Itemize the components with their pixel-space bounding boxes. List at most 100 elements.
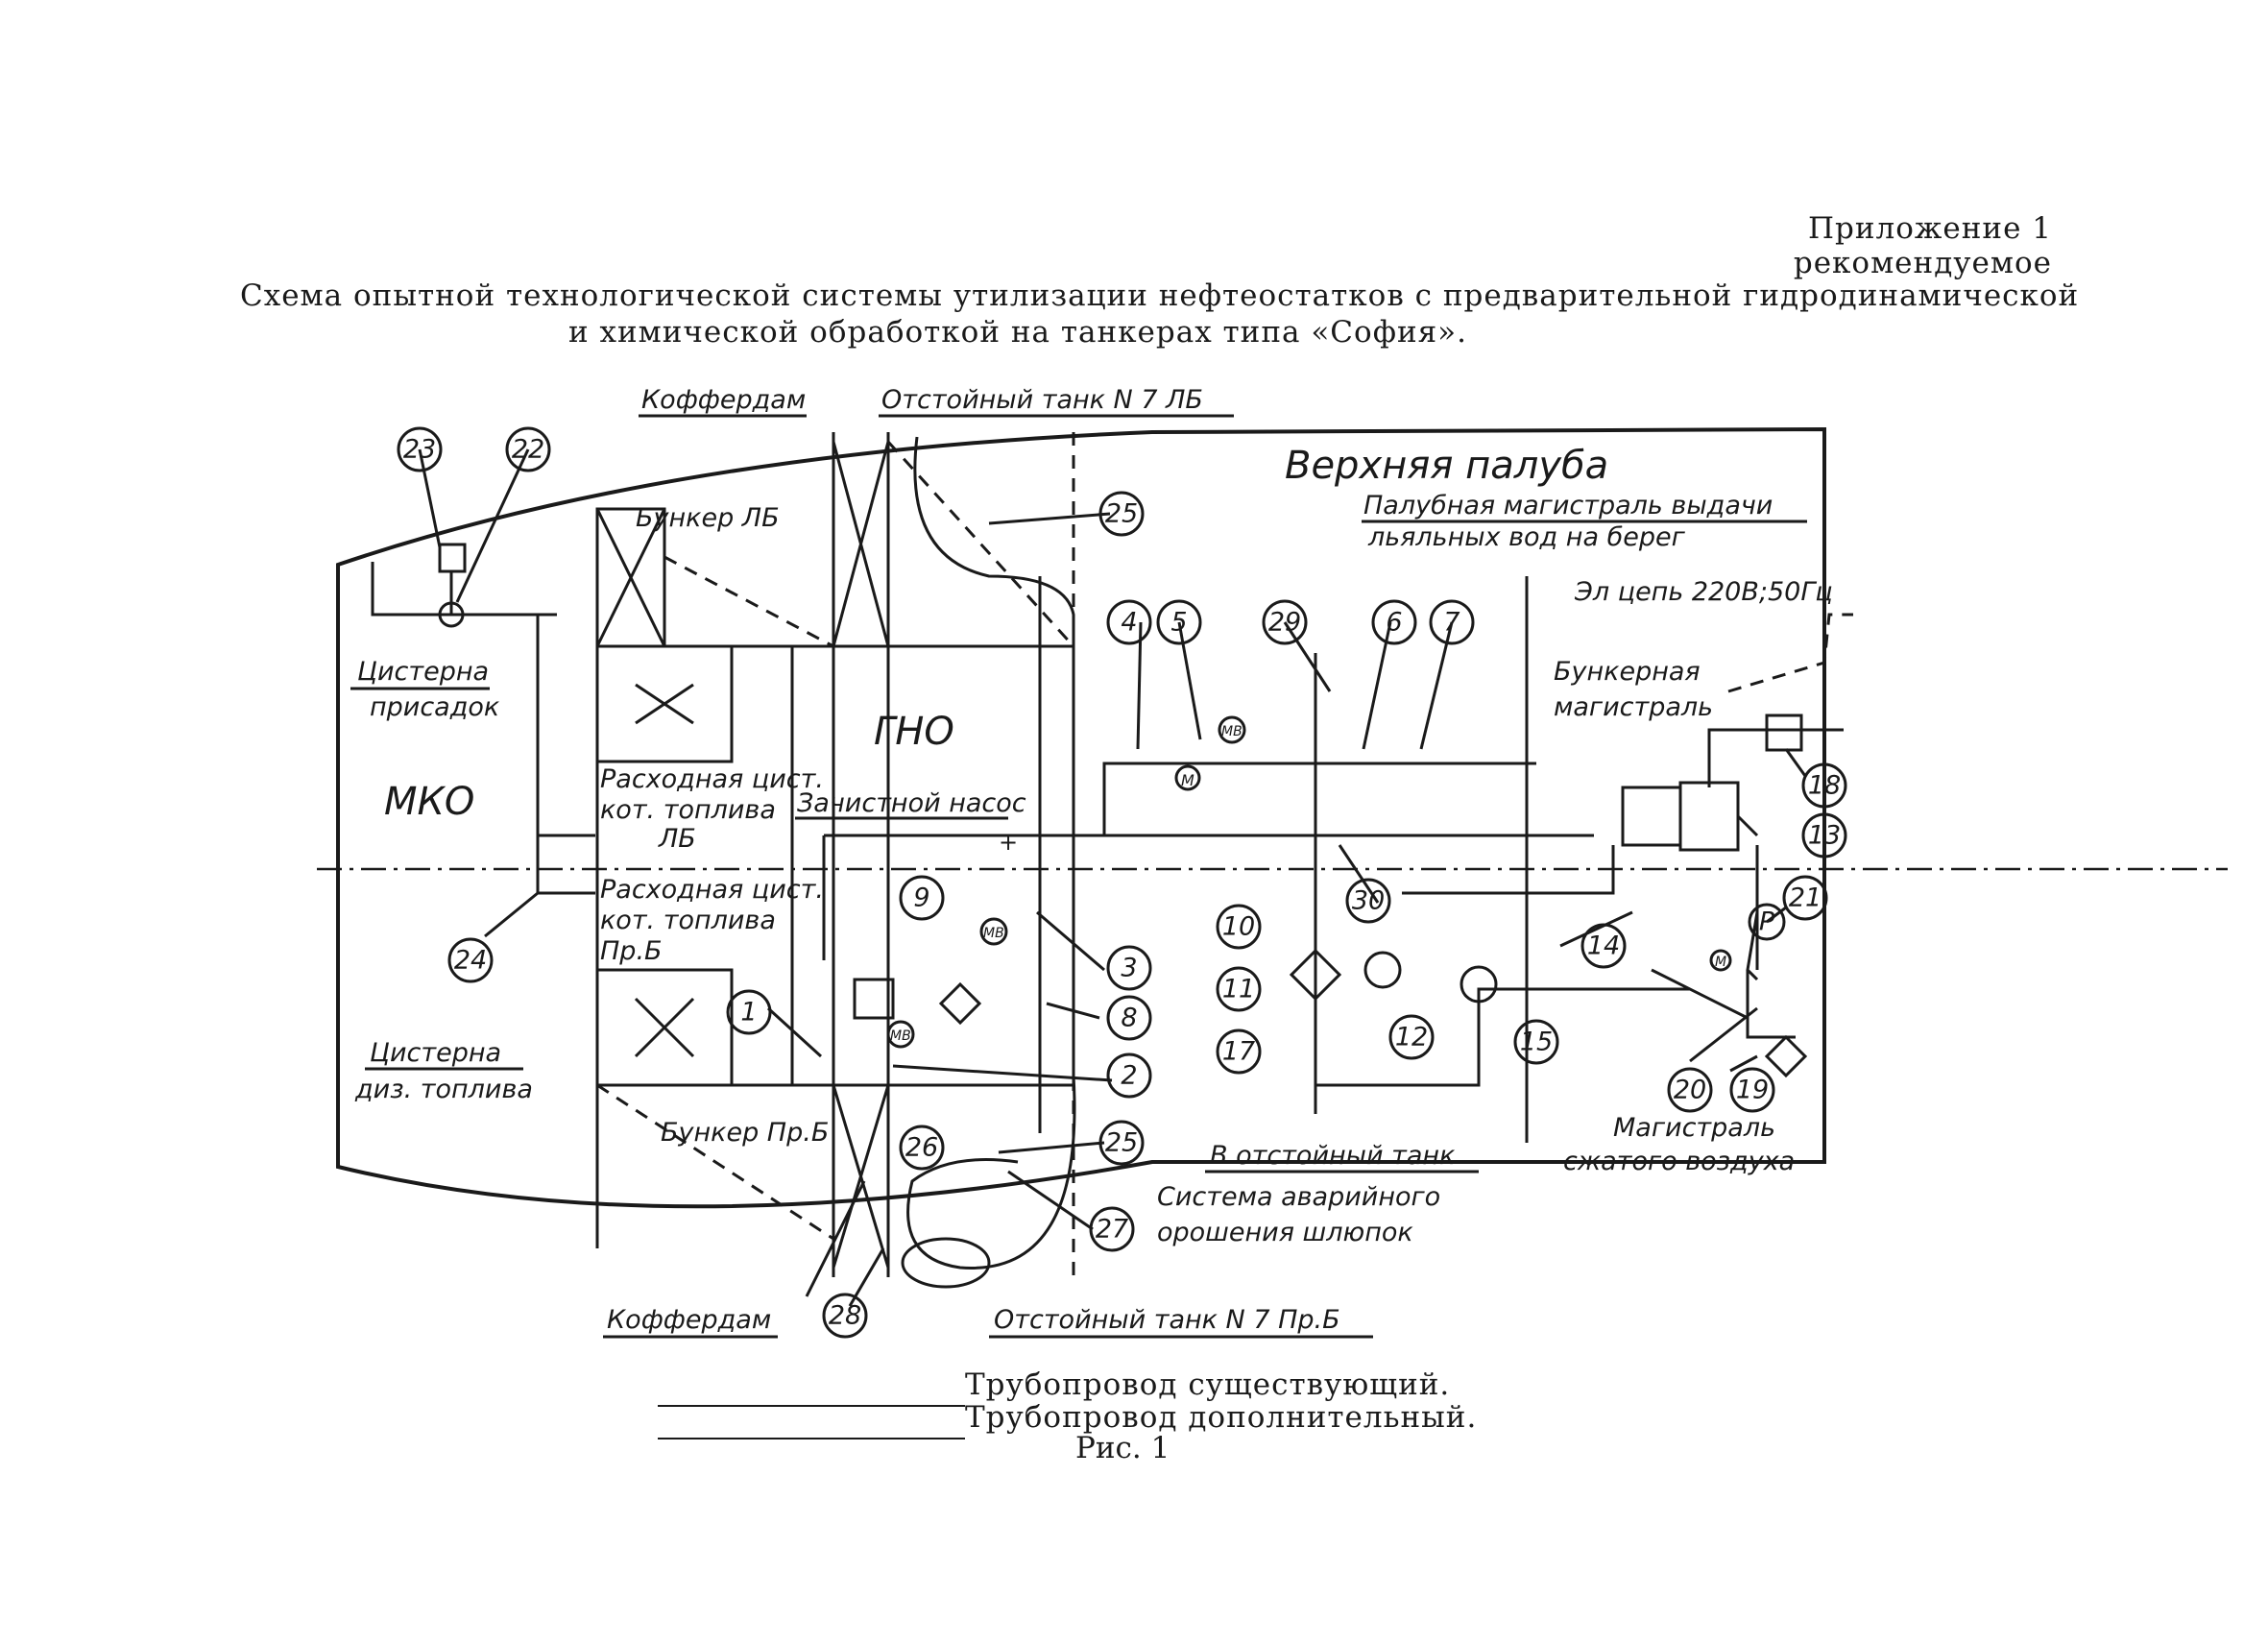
kofferdam-top-label: Коффердам (641, 385, 806, 415)
emergency-system-label-2: орошения шлюпок (1157, 1218, 1413, 1247)
legend-existing: Трубопровод существующий. (965, 1367, 1451, 1402)
plus-sign: + (999, 829, 1018, 856)
air-line-label-2: сжатого воздуха (1563, 1147, 1795, 1176)
gauge-mv-label: МВ (983, 926, 1004, 941)
service-tank-lb-label-3: ЛБ (658, 824, 696, 854)
manometer-icon (1174, 764, 1201, 791)
callout-19 (1729, 1067, 1775, 1113)
callout-18 (1801, 762, 1847, 809)
callout-26-label: 26 (905, 1133, 938, 1163)
service-tank-pb-label-2: кот. топлива (600, 906, 776, 935)
power-cable (1727, 613, 1853, 693)
callout-28 (822, 1293, 868, 1339)
callout-8-label: 8 (1121, 1004, 1137, 1033)
filter-9 (938, 981, 982, 1026)
callout-1-label: 1 (740, 998, 757, 1028)
service-tank-lb-label-2: кот. топлива (600, 795, 776, 825)
heater-13 (1621, 786, 1682, 847)
callout-24-label: 24 (454, 946, 487, 976)
callout-12 (1388, 1014, 1435, 1060)
callout-15-label: 15 (1520, 1028, 1553, 1057)
additives-tank-label-2: присадок (370, 692, 500, 722)
service-tank-pb-box (595, 968, 734, 1087)
mko-label: МКО (384, 780, 474, 824)
callout-21-label: 21 (1789, 883, 1822, 913)
pipe (1746, 855, 1759, 981)
callout-7-label: 7 (1443, 608, 1460, 638)
figure-caption: Рис. 1 (1075, 1431, 1170, 1465)
callout-markers: 1 2 3 4 5 6 7 8 9 10 11 12 13 14 15 17 1… (397, 426, 1847, 1339)
additive-device-23 (438, 543, 467, 573)
service-tank-pb-label-1: Расходная цист. (600, 875, 824, 905)
settling-tank-lb-label: Отстойный танк N 7 ЛБ (881, 385, 1203, 415)
callout-9-label: 9 (913, 883, 929, 913)
power-circuit-label: Эл цепь 220В;50Гц (1574, 577, 1833, 607)
callout-9 (899, 875, 945, 921)
pump-15 (1460, 965, 1498, 1004)
deck-line-label-1: Палубная магистраль выдачи (1363, 491, 1773, 520)
callout-12-label: 12 (1395, 1023, 1428, 1052)
callout-19-label: 19 (1736, 1076, 1769, 1105)
additive-pump-22 (438, 601, 465, 628)
settling-tank-pb-label: Отстойный танк N 7 Пр.Б (994, 1305, 1340, 1335)
pressure-switch-21 (1748, 903, 1786, 941)
additive-loop (371, 562, 453, 617)
callout-17-label: 17 (1222, 1037, 1255, 1067)
callout-6-label: 6 (1386, 608, 1402, 638)
callout-29-label: 29 (1268, 608, 1301, 638)
callout-14 (1580, 923, 1627, 969)
callout-7 (1429, 599, 1475, 645)
pipe-upper (1102, 762, 1536, 835)
hull-outline (336, 426, 1826, 1209)
vacuum-gauge-icon (1218, 715, 1246, 744)
callout-25-top (1098, 491, 1145, 537)
callout-4 (1106, 599, 1152, 645)
callout-30-label: 30 (1352, 886, 1385, 916)
heater-13 (1678, 781, 1740, 852)
callout-11 (1216, 966, 1262, 1012)
gauge-mv-label: МВ (1221, 724, 1243, 739)
filter-11 (1289, 948, 1342, 1002)
pipe (1651, 968, 1749, 1020)
appendix-label: Приложение 1 (1807, 211, 2052, 246)
diagram-title-line-2: и химической обработкой на танкерах типа… (567, 315, 1467, 350)
bunker-pb-label: Бункер Пр.Б (661, 1118, 829, 1148)
vacuum-gauge-icon (979, 917, 1008, 946)
callout-13-label: 13 (1808, 821, 1841, 851)
settling-tank-outline (906, 436, 1076, 1270)
callout-1 (726, 989, 772, 1035)
bunker-line-label-2: магистраль (1554, 692, 1713, 722)
callout-21 (1782, 875, 1828, 921)
callout-5-label: 5 (1170, 608, 1187, 638)
callout-27-label: 27 (1096, 1215, 1128, 1245)
meter-18 (1765, 714, 1803, 752)
bunker-lb-label: Бункер ЛБ (636, 503, 780, 533)
filter-19 (1764, 1034, 1808, 1078)
callout-24 (447, 937, 494, 983)
pipe (1402, 845, 1615, 895)
callout-26 (899, 1125, 945, 1171)
callout-22-label: 22 (512, 435, 544, 465)
deck-line-label-2: льяльных вод на берег (1367, 522, 1686, 552)
gno-label: ГНО (874, 710, 954, 754)
callout-14-label: 14 (1587, 931, 1620, 961)
callout-8 (1106, 995, 1152, 1041)
legend-line-additional (658, 1438, 965, 1439)
stripping-pump-label: Зачистной насос (797, 788, 1026, 818)
callout-20 (1667, 1067, 1713, 1113)
upper-deck-label: Верхняя палуба (1285, 444, 1608, 488)
bunker-line-label-1: Бункерная (1554, 657, 1701, 687)
pipe-lower (1315, 987, 1690, 1087)
gauge-mv-label: МВ (890, 1028, 911, 1044)
callout-25-bottom (1098, 1120, 1145, 1166)
callout-25-top-label: 25 (1105, 499, 1138, 529)
air-line-label-1: Магистраль (1613, 1113, 1775, 1143)
callout-23-label: 23 (403, 435, 436, 465)
callout-30 (1345, 878, 1391, 924)
callout-23 (397, 426, 443, 472)
callout-13 (1801, 812, 1847, 859)
emergency-system-label-1: Система аварийного (1157, 1182, 1440, 1212)
callout-20-label: 20 (1674, 1076, 1706, 1105)
callout-2-label: 2 (1121, 1061, 1137, 1091)
gauge-m-label: М (1715, 955, 1726, 970)
